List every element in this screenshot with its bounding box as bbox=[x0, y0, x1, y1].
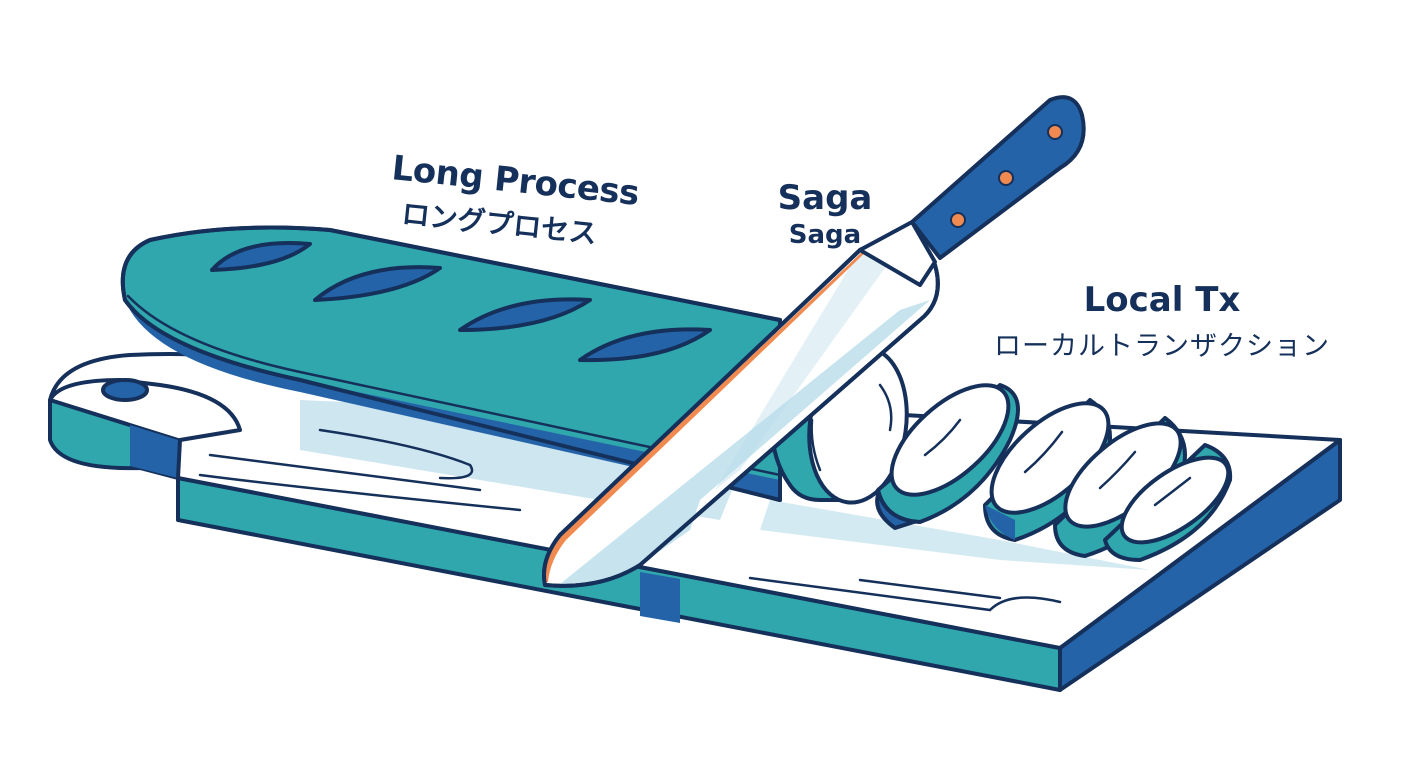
saga-label-ja: Saga bbox=[788, 220, 862, 250]
saga-label: Saga Saga bbox=[760, 178, 890, 250]
knife-icon bbox=[542, 95, 1086, 588]
saga-label-en: Saga bbox=[777, 178, 873, 218]
bread-slice-icon bbox=[875, 383, 1020, 530]
local-tx-label: Local Tx ローカルトランザクション bbox=[972, 280, 1352, 363]
bread-slice-icon bbox=[1103, 443, 1233, 562]
bread-slice-icon bbox=[1053, 416, 1187, 558]
local-tx-label-ja: ローカルトランザクション bbox=[994, 331, 1330, 362]
long-process-label: Long Process ロングプロセス bbox=[390, 148, 652, 250]
local-tx-label-en: Local Tx bbox=[1083, 280, 1241, 320]
bread-slices bbox=[875, 383, 1233, 562]
baguette-icon bbox=[120, 225, 782, 502]
